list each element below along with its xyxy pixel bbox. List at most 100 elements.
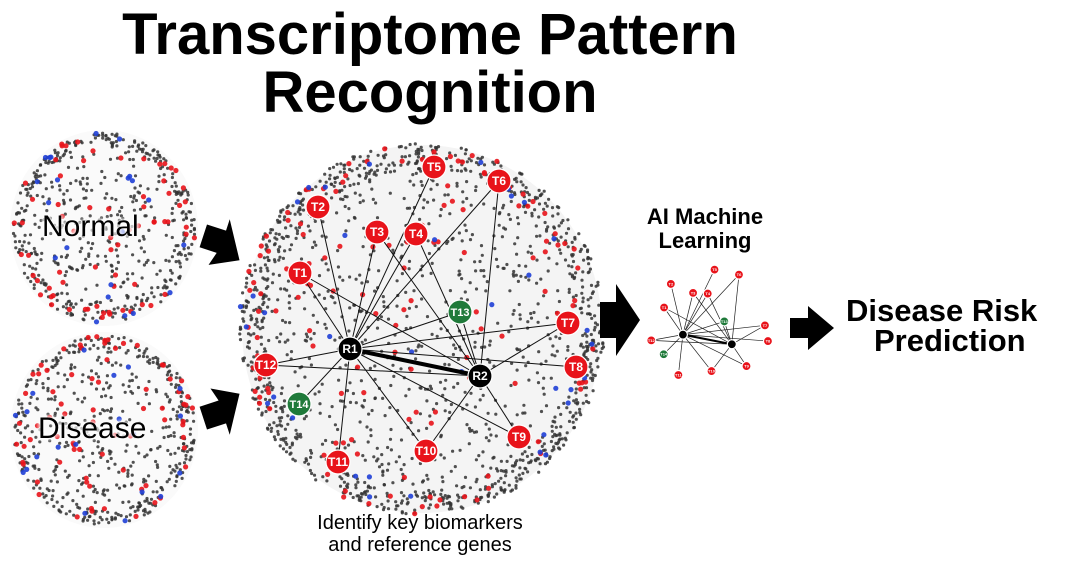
blue-dot [34, 454, 40, 460]
gray-dot [363, 480, 367, 485]
red-dot [185, 394, 191, 400]
gray-dot [192, 218, 196, 222]
gray-dot [486, 500, 490, 504]
gray-dot [137, 505, 141, 509]
gray-dot [24, 384, 28, 388]
gray-dot [34, 252, 38, 256]
gray-dot [467, 157, 471, 161]
gray-dot [66, 426, 70, 430]
gray-dot [370, 187, 374, 191]
gray-dot [72, 513, 76, 517]
gray-dot [418, 461, 422, 466]
gray-dot [414, 357, 418, 361]
gray-dot [298, 212, 302, 216]
red-dot [297, 221, 304, 227]
gray-dot [365, 489, 369, 493]
gray-dot [82, 318, 86, 322]
gray-dot [127, 500, 131, 504]
gray-dot [507, 330, 511, 334]
gray-dot [368, 169, 372, 174]
gray-dot [493, 247, 497, 251]
gray-dot [594, 344, 598, 348]
gray-dot [124, 244, 128, 248]
mini-hub-r1 [677, 329, 689, 340]
gray-dot [457, 231, 461, 235]
gray-dot [40, 360, 44, 364]
gray-dot [571, 259, 576, 264]
gray-dot [159, 166, 163, 171]
gray-dot [324, 438, 328, 443]
gray-dot [81, 373, 85, 377]
gray-dot [76, 505, 80, 509]
gray-dot [540, 444, 544, 448]
gray-dot [438, 380, 443, 384]
gray-dot [417, 167, 421, 171]
mini-hub-r2 [726, 339, 737, 350]
gray-dot [536, 302, 540, 306]
gray-dot [109, 350, 113, 354]
gray-dot [363, 176, 368, 180]
svg-text:T8: T8 [766, 338, 771, 343]
gray-dot [503, 404, 507, 408]
gray-dot [174, 383, 178, 387]
gray-dot [591, 376, 595, 380]
gray-dot [49, 424, 53, 428]
mini-node-t1: T1 [658, 302, 670, 313]
gray-dot [513, 177, 517, 181]
gray-dot [432, 198, 436, 202]
blue-dot [541, 432, 547, 438]
gray-dot [578, 407, 582, 411]
gray-dot [509, 199, 513, 204]
gray-dot [59, 510, 63, 514]
gray-dot [164, 425, 168, 429]
gray-dot [96, 440, 100, 444]
gray-dot [69, 363, 73, 367]
gray-dot [562, 401, 566, 405]
gray-dot [425, 426, 429, 430]
gray-dot [330, 196, 334, 200]
gray-dot [474, 480, 478, 484]
gray-dot [73, 339, 77, 343]
gray-dot [261, 276, 265, 280]
gray-dot [137, 354, 141, 358]
gray-dot [185, 450, 189, 454]
gray-dot [333, 176, 337, 180]
gray-dot [155, 156, 159, 161]
gray-dot [178, 265, 183, 269]
mini-edge [682, 334, 747, 367]
red-dot [99, 451, 105, 457]
gray-dot [589, 370, 593, 374]
gray-dot [121, 500, 125, 504]
gray-dot [71, 305, 75, 309]
gray-dot [117, 221, 121, 225]
gray-dot [366, 440, 370, 444]
gray-dot [64, 270, 68, 274]
mini-edge [678, 334, 684, 376]
gray-dot [41, 382, 45, 386]
network-edge [349, 348, 427, 452]
gray-dot [155, 463, 159, 467]
blue-dot [117, 136, 123, 142]
gray-dot [590, 291, 594, 296]
gray-dot [69, 266, 73, 270]
gray-dot [67, 351, 71, 355]
gray-dot [34, 435, 38, 439]
gray-dot [570, 240, 574, 244]
gray-dot [155, 490, 159, 494]
red-dot [485, 473, 491, 479]
node-t12: T12 [253, 352, 279, 378]
gray-dot [98, 431, 102, 435]
gray-dot [406, 162, 410, 166]
title-line-2: Recognition [262, 60, 598, 125]
gray-dot [542, 207, 546, 211]
gray-dot [188, 458, 192, 462]
gray-dot [497, 479, 501, 483]
gray-dot [104, 394, 108, 398]
red-dot [54, 433, 60, 440]
gray-dot [45, 487, 49, 491]
blue-dot [64, 245, 70, 251]
red-dot [81, 158, 87, 164]
gray-dot [358, 420, 362, 424]
gray-dot [26, 191, 30, 195]
gray-dot [103, 226, 108, 230]
